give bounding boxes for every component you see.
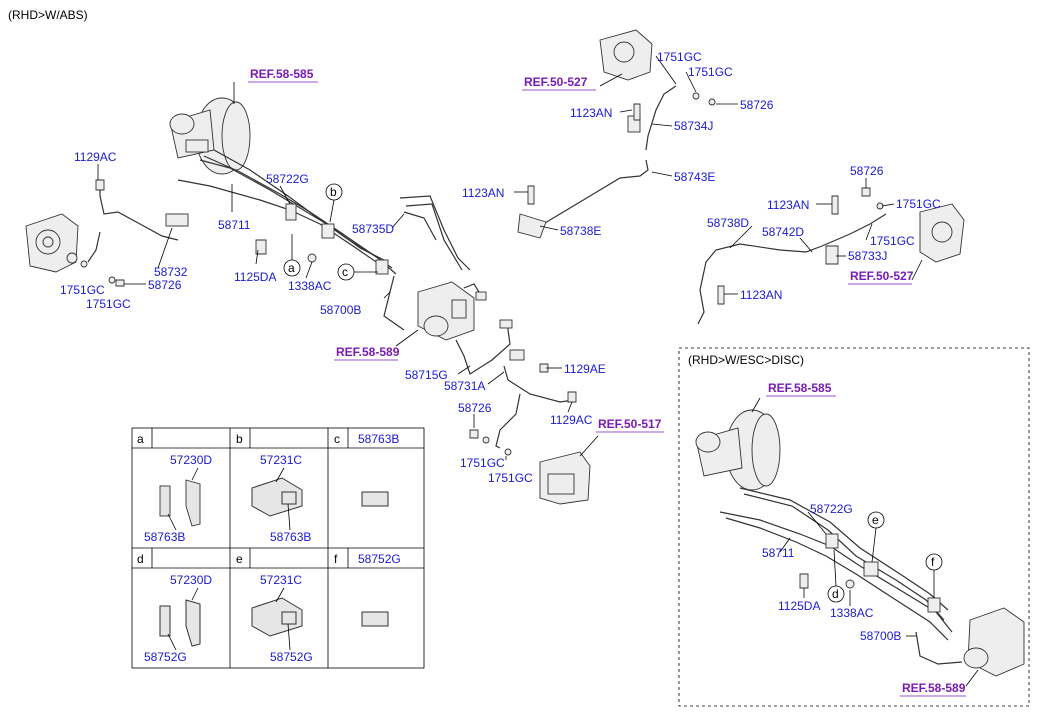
label-58722g: 58722G xyxy=(266,172,309,186)
inset-label-58700b: 58700B xyxy=(860,629,901,643)
label-1129ac-left: 1129AC xyxy=(74,150,117,164)
label-1129ae: 1129AE xyxy=(564,362,606,376)
label-58711: 58711 xyxy=(218,218,251,232)
ref-50-527-right[interactable]: REF.50-527 xyxy=(850,269,914,283)
callout-b: b xyxy=(325,183,343,223)
label-1751gc-right-1: 1751GC xyxy=(896,197,941,211)
label-1129ac-mid: 1129AC xyxy=(550,413,593,427)
table-cell-d: d 57230D 58752G xyxy=(137,552,212,664)
ref-58-589-center[interactable]: REF.58-589 xyxy=(336,345,400,359)
svg-text:b: b xyxy=(236,432,243,446)
svg-text:c: c xyxy=(334,432,340,446)
label-1751gc-mid-2: 1751GC xyxy=(488,471,533,485)
label-1751gc-left-1: 1751GC xyxy=(60,283,105,297)
left-caliper xyxy=(25,213,79,273)
left-brake-lines xyxy=(80,149,405,331)
top-caliper xyxy=(517,29,716,239)
label-1751gc-mid-1: 1751GC xyxy=(460,456,505,470)
label-1751gc-top-1: 1751GC xyxy=(657,50,702,64)
svg-text:d: d xyxy=(832,587,839,601)
svg-text:f: f xyxy=(931,555,935,569)
svg-text:57230D: 57230D xyxy=(170,453,212,467)
inset-lines xyxy=(719,487,963,665)
label-58726-right: 58726 xyxy=(850,164,884,178)
label-58726-left: 58726 xyxy=(148,278,182,292)
right-caliper xyxy=(697,187,965,325)
label-58732: 58732 xyxy=(154,265,188,279)
table-cell-f: f 58752G xyxy=(334,552,401,627)
ref-50-517[interactable]: REF.50-517 xyxy=(598,417,662,431)
label-58731a: 58731A xyxy=(444,379,485,393)
clip-table xyxy=(131,427,425,669)
table-cell-a: a 57230D 58763B xyxy=(137,432,212,544)
svg-text:58752G: 58752G xyxy=(144,650,187,664)
ref-58-585-top[interactable]: REF.58-585 xyxy=(250,67,314,81)
table-cell-b: b 57231C 58763B xyxy=(236,432,311,544)
callout-d: d xyxy=(827,549,845,603)
svg-text:57231C: 57231C xyxy=(260,453,302,467)
svg-text:b: b xyxy=(330,185,337,199)
svg-text:f: f xyxy=(334,552,338,566)
ref-58-589-inset[interactable]: REF.58-589 xyxy=(902,681,966,695)
svg-text:e: e xyxy=(872,513,879,527)
ref-58-585-inset[interactable]: REF.58-585 xyxy=(768,381,832,395)
label-58742d: 58742D xyxy=(762,225,804,239)
label-58715g: 58715G xyxy=(405,368,448,382)
label-58743e: 58743E xyxy=(674,170,715,184)
label-1751gc-top-2: 1751GC xyxy=(688,65,733,79)
svg-text:c: c xyxy=(342,265,348,279)
inset-title: (RHD>W/ESC>DISC) xyxy=(688,353,804,367)
label-1123an-top: 1123AN xyxy=(570,106,612,120)
inset-booster xyxy=(695,409,781,491)
label-1338ac: 1338AC xyxy=(288,279,332,293)
inset-label-58722g: 58722G xyxy=(810,502,853,516)
callout-f: f xyxy=(925,553,943,598)
inset-esc-module xyxy=(963,607,1025,677)
label-58734j: 58734J xyxy=(674,119,713,133)
svg-text:58763B: 58763B xyxy=(270,530,311,544)
callout-e: e xyxy=(867,511,885,563)
label-1123an-right-1: 1123AN xyxy=(767,198,809,212)
label-1125da: 1125DA xyxy=(234,270,276,284)
label-1751gc-left-2: 1751GC xyxy=(86,297,131,311)
inset-label-58711: 58711 xyxy=(762,546,795,560)
table-cell-c: c 58763B xyxy=(334,432,399,507)
svg-text:57230D: 57230D xyxy=(170,573,212,587)
callout-c: c xyxy=(337,263,378,281)
inset-label-1125da: 1125DA xyxy=(778,599,820,613)
label-58738e: 58738E xyxy=(560,224,601,238)
abs-module xyxy=(417,281,475,341)
label-1751gc-right-2: 1751GC xyxy=(870,234,915,248)
label-58700b: 58700B xyxy=(320,303,361,317)
leader-lines xyxy=(97,55,923,460)
svg-text:e: e xyxy=(236,552,243,566)
label-1123an-mid: 1123AN xyxy=(462,186,504,200)
label-58733j: 58733J xyxy=(848,249,887,263)
svg-text:58763B: 58763B xyxy=(144,530,185,544)
label-58735d: 58735D xyxy=(352,222,394,236)
svg-text:58752G: 58752G xyxy=(358,552,401,566)
svg-text:57231C: 57231C xyxy=(260,573,302,587)
rear-caliper xyxy=(539,451,591,505)
svg-text:58763B: 58763B xyxy=(358,432,399,446)
label-58726-top: 58726 xyxy=(740,98,774,112)
diagram-title: (RHD>W/ABS) xyxy=(8,8,88,22)
ref-50-527-top[interactable]: REF.50-527 xyxy=(524,75,588,89)
svg-text:a: a xyxy=(137,432,144,446)
esc-inset-frame xyxy=(678,347,1030,707)
svg-text:58752G: 58752G xyxy=(270,650,313,664)
label-58726-mid: 58726 xyxy=(458,401,492,415)
label-58738d: 58738D xyxy=(707,216,749,230)
inset-leaders xyxy=(751,397,979,687)
svg-text:a: a xyxy=(288,261,295,275)
inset-label-1338ac: 1338AC xyxy=(830,606,874,620)
center-lines xyxy=(399,195,577,456)
callout-a: a xyxy=(283,234,301,277)
svg-text:d: d xyxy=(137,552,144,566)
table-cell-e: e 57231C 58752G xyxy=(236,552,313,664)
label-1123an-right-2: 1123AN xyxy=(740,288,782,302)
